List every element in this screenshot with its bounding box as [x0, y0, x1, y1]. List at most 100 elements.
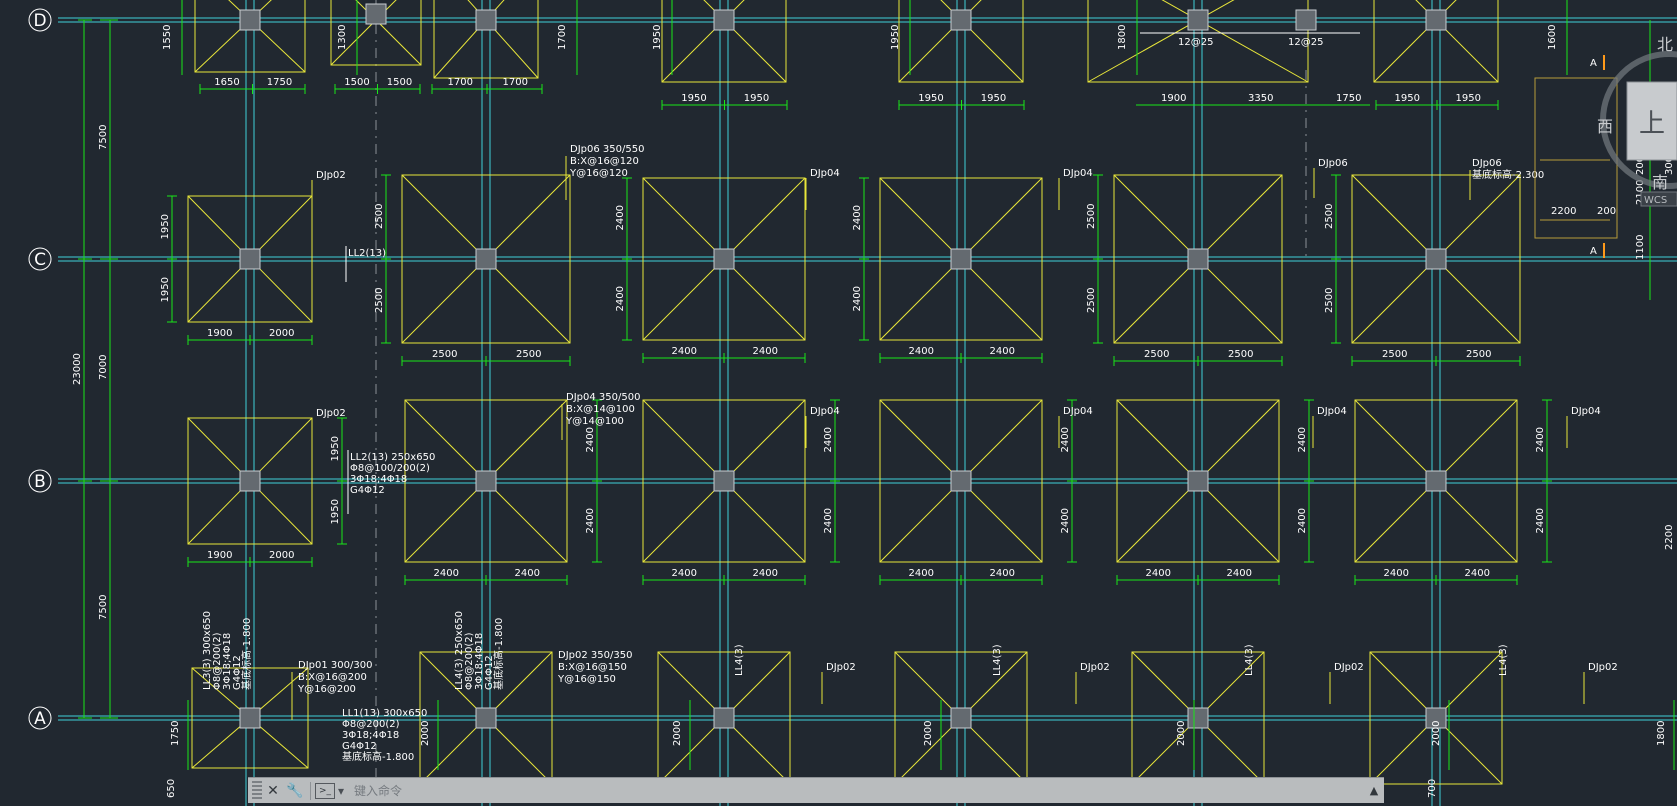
dim-span-dc: 7500	[98, 125, 109, 150]
footing-label: DJp04	[810, 168, 840, 179]
dimension-text: 1700	[557, 25, 568, 50]
dimension-text: 1950	[160, 277, 171, 302]
dimension-text: 2000	[1431, 721, 1442, 746]
footing-outline	[642, 399, 806, 563]
dimension-text: 2400	[823, 508, 834, 533]
dimension-text: 2500	[374, 204, 385, 229]
column	[475, 470, 497, 492]
axis-bubble	[28, 247, 52, 271]
footing-label: DJp06 350/550	[570, 144, 644, 155]
compass-ring[interactable]	[1600, 51, 1677, 189]
wrench-icon[interactable]: 🔧	[286, 782, 304, 799]
column	[1187, 248, 1209, 270]
dimension-text: 1900	[207, 328, 232, 339]
footing-outline	[187, 417, 313, 545]
close-icon[interactable]: ✕	[267, 782, 279, 799]
footing-label: 基底标高-2.300	[1472, 168, 1544, 181]
dimension-text: 2400	[615, 286, 626, 311]
footing-outline	[330, 0, 422, 66]
column	[1295, 9, 1317, 31]
command-prompt-icon[interactable]: >_▾	[315, 782, 344, 799]
column	[713, 470, 735, 492]
dimension-text: 2000	[1176, 721, 1187, 746]
dimension-text: 2400	[852, 205, 863, 230]
compass-west-label[interactable]: 西	[1597, 117, 1613, 136]
dimension-text: 2400	[823, 427, 834, 452]
dimension-text: 2400	[909, 568, 934, 579]
dimension-text: 2500	[1228, 349, 1253, 360]
column	[950, 9, 972, 31]
section-mark: A	[1590, 246, 1597, 257]
compass-south-label[interactable]: 南	[1652, 173, 1668, 192]
chevron-up-icon[interactable]: ▲	[1369, 784, 1379, 797]
command-input[interactable]	[352, 782, 1364, 799]
dimension-text: 2200	[1551, 206, 1576, 217]
command-line-separator	[310, 781, 311, 800]
footing-outline	[661, 0, 787, 83]
axis-label-b: B	[34, 472, 46, 492]
dimension-text: 2400	[1465, 568, 1490, 579]
dimension-text: 1950	[160, 214, 171, 239]
command-line[interactable]: ✕ 🔧 >_▾ ▲	[248, 777, 1384, 803]
dim-span-cb: 7000	[98, 355, 109, 380]
dimension-text: 1950	[1395, 93, 1420, 104]
column	[365, 3, 387, 25]
dimension-text: 2400	[1297, 427, 1308, 452]
dimension-text: 1900	[207, 550, 232, 561]
dimension-text: 2500	[1086, 204, 1097, 229]
axis-bubble	[28, 8, 52, 32]
wcs-label: WCS	[1644, 195, 1667, 206]
dimension-text: 2400	[585, 508, 596, 533]
column	[475, 248, 497, 270]
wcs-button[interactable]	[1640, 191, 1677, 207]
footing-outline	[1113, 174, 1283, 344]
dimension-text: 2500	[1324, 288, 1335, 313]
dimension-text: 2000	[420, 721, 431, 746]
section-mark: A	[1590, 58, 1597, 69]
footing-label: DJp04	[1571, 406, 1601, 417]
footing-label: DJp04	[810, 406, 840, 417]
footing-outline	[1116, 399, 1280, 563]
axis-label-a: A	[34, 709, 46, 729]
footing-label: B:X@16@150	[558, 662, 627, 673]
footing-label: DJp02	[826, 662, 856, 673]
column	[713, 9, 735, 31]
dimension-text: 2500	[1382, 349, 1407, 360]
dimension-text: 1950	[918, 93, 943, 104]
dimension-text: 1650	[214, 77, 239, 88]
footing-outline	[1354, 399, 1518, 563]
footing-outline	[191, 667, 309, 769]
dimension-text: 1750	[170, 721, 181, 746]
beam-label: LL2(13)	[348, 248, 386, 259]
beam-label: Φ8@200(2)	[342, 719, 400, 730]
compass-north-label[interactable]: 北	[1657, 35, 1673, 54]
beam-label: G4Φ12	[484, 655, 495, 690]
dimension-text: 2500	[432, 349, 457, 360]
beam-label: 3Φ18;4Φ18	[342, 730, 399, 741]
column	[239, 248, 261, 270]
footing-outline	[879, 399, 1043, 563]
column	[1187, 707, 1209, 729]
command-line-grip[interactable]	[252, 780, 262, 801]
axis-bubble	[28, 706, 52, 730]
dimension-text: 1500	[387, 77, 412, 88]
dimension-text: 1700	[448, 77, 473, 88]
footing-outline	[898, 0, 1024, 83]
view-cube-face[interactable]	[1626, 81, 1677, 161]
footing-label: Y@16@200	[297, 684, 356, 695]
dimension-text: 2400	[909, 346, 934, 357]
view-cube[interactable]: 上 北 西 南 WCS	[1597, 20, 1677, 210]
footing-label: DJp06	[1318, 158, 1348, 169]
dimension-text: 1800	[1656, 721, 1667, 746]
beam-label: G4Φ12	[350, 485, 385, 496]
dimension-text: 300	[1664, 156, 1675, 175]
footing-label: DJp06	[1472, 158, 1502, 169]
beam-label: LL1(13) 300x650	[342, 708, 427, 719]
dimension-text: 2400	[585, 427, 596, 452]
footing-outline	[879, 177, 1043, 341]
dimension-text: 2400	[434, 568, 459, 579]
dimension-text: 650	[166, 779, 177, 798]
dimension-text: 1900	[1161, 93, 1186, 104]
